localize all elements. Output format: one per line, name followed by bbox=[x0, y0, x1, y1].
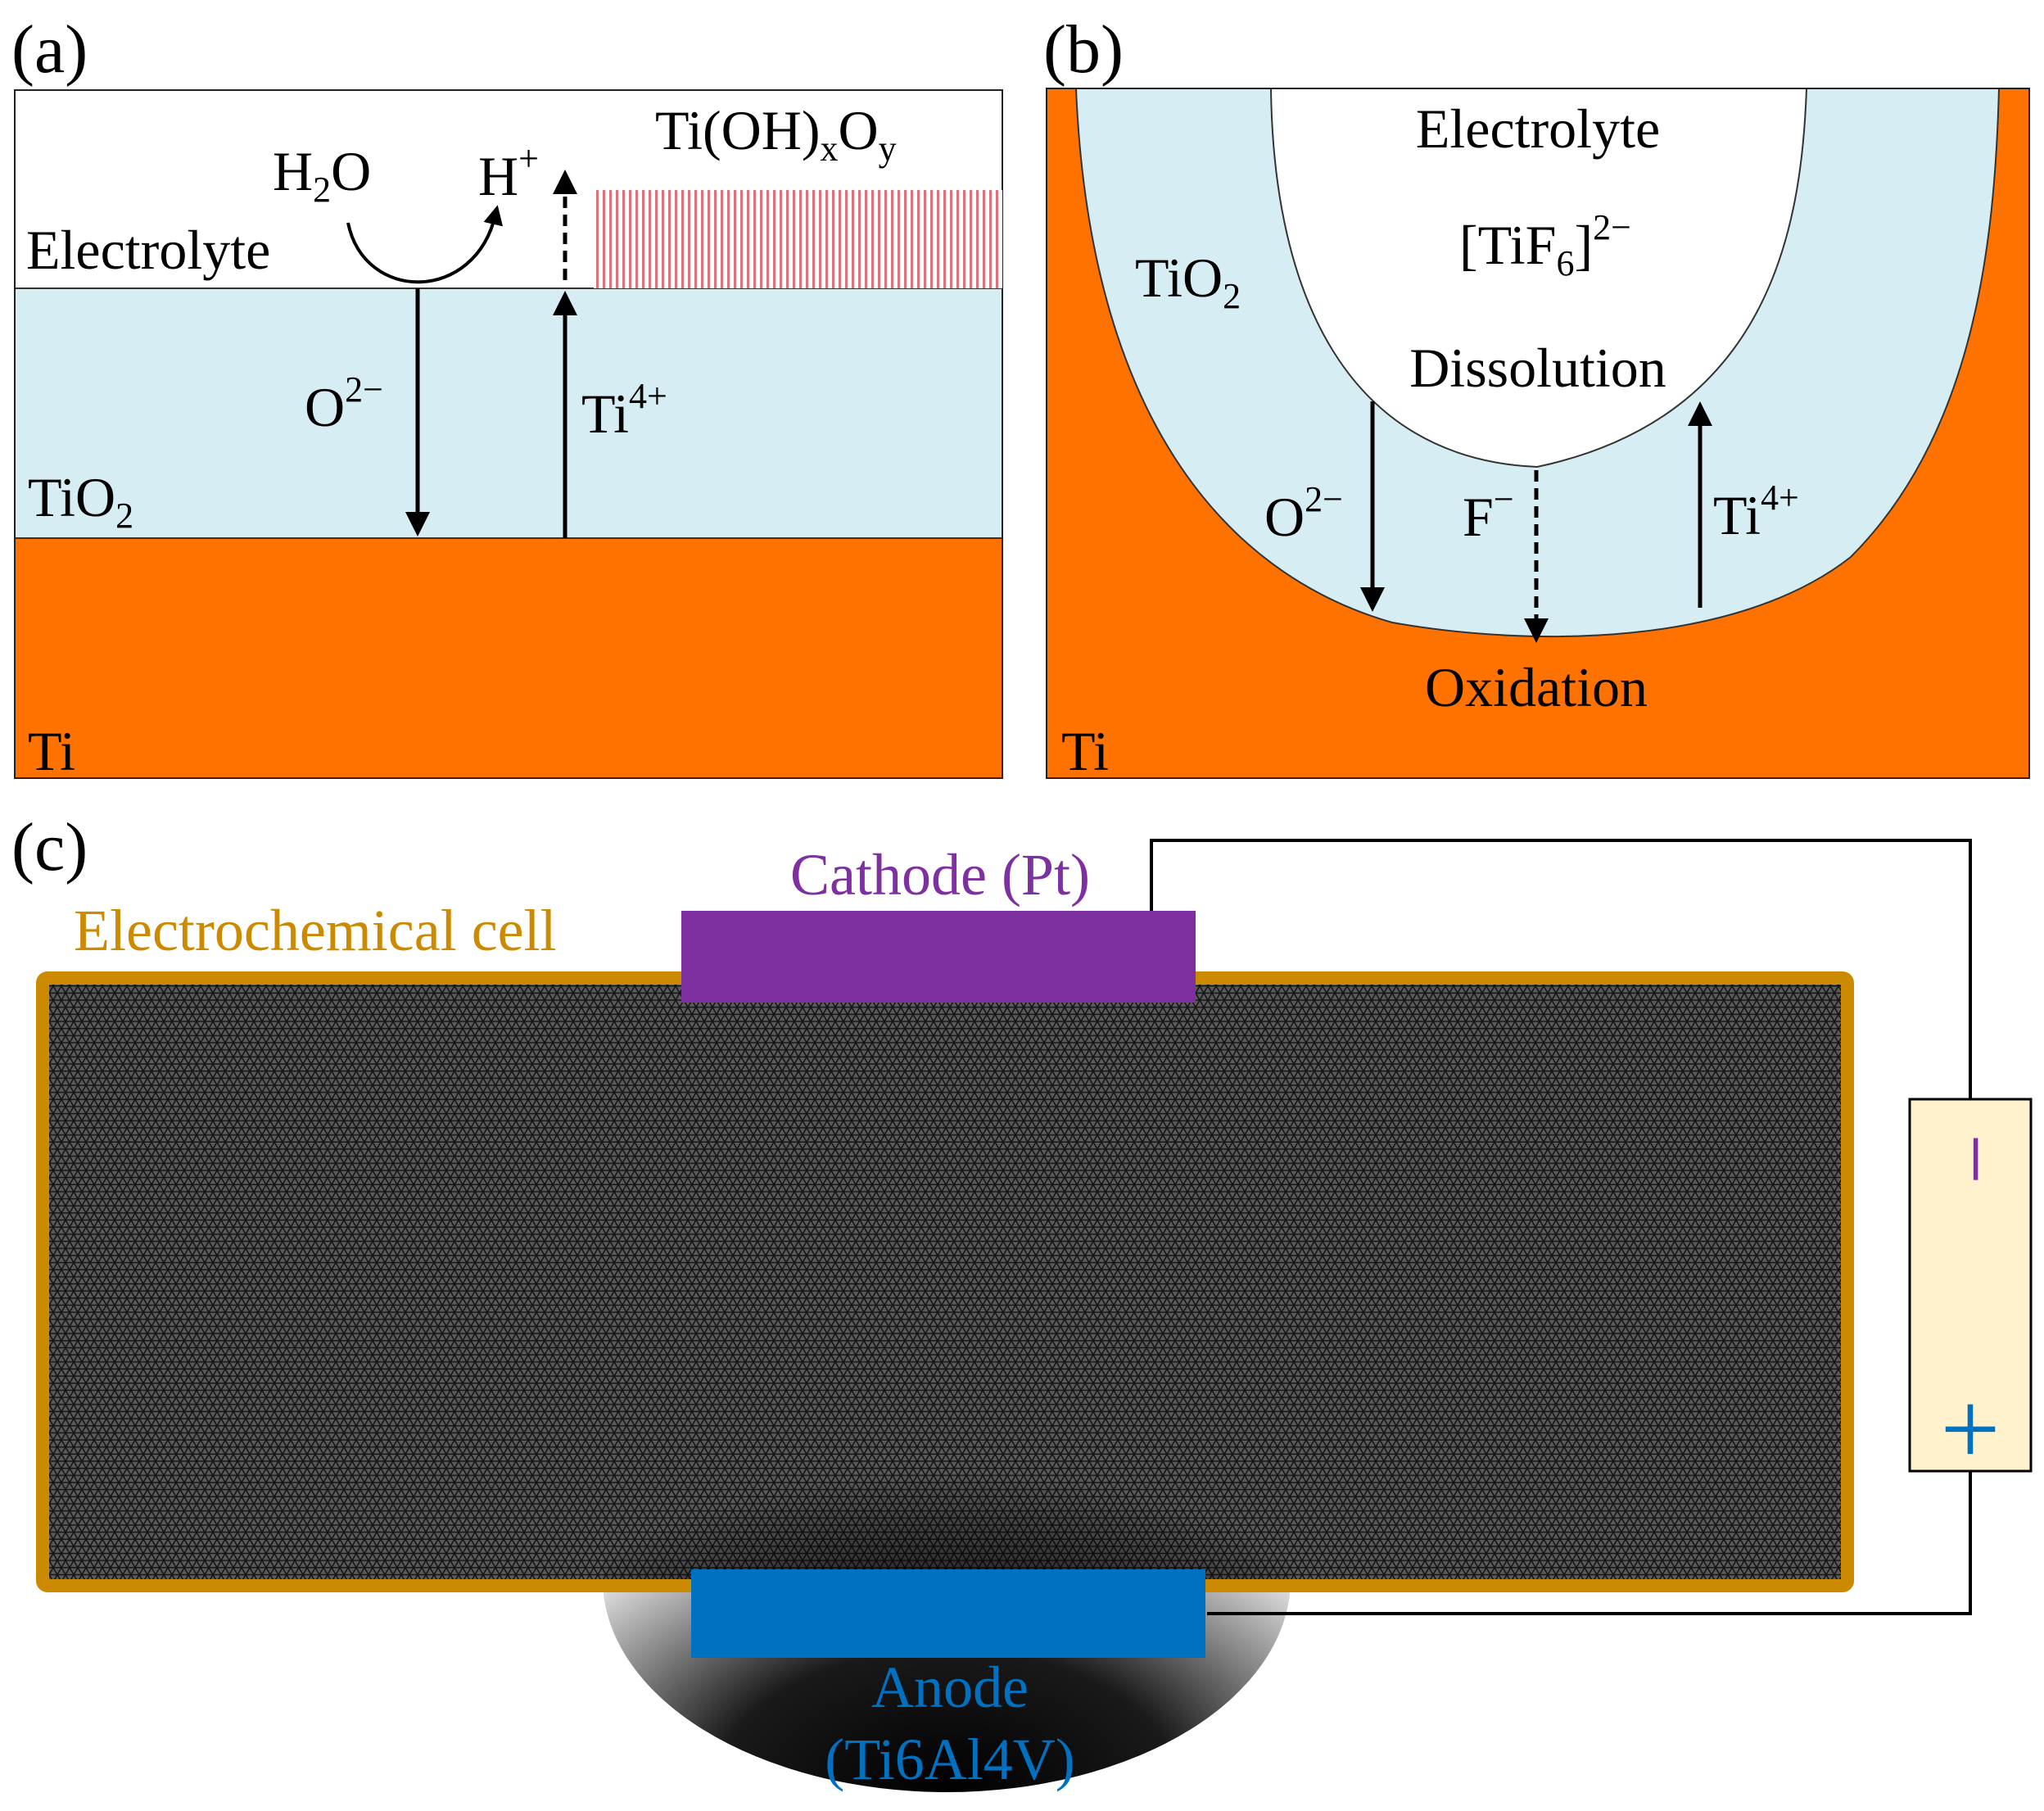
wire-cathode-to-battery bbox=[1150, 839, 1972, 1099]
hydroxide-label: Ti(OH)xOy bbox=[655, 99, 897, 169]
panel-a-label: (a) bbox=[11, 11, 88, 88]
water-label: H2O bbox=[273, 140, 371, 210]
panel-a: (a) Ti(OH)xOy H2O H+ Electrolyte O2− Ti4… bbox=[11, 11, 1003, 782]
tio2-label-b: TiO2 bbox=[1135, 247, 1241, 316]
battery-minus-symbol: − bbox=[1926, 1134, 2026, 1184]
battery bbox=[1908, 1098, 2033, 1473]
panel-c: (c) Cathode (Pt) Electrochemical cell An… bbox=[11, 809, 2033, 1792]
electrolyte-label-a: Electrolyte bbox=[26, 219, 270, 281]
oxygen-ion-label-a: O2− bbox=[305, 369, 383, 438]
ti-metal-a bbox=[15, 538, 1002, 778]
titanium-ion-label-b: Ti4+ bbox=[1713, 478, 1799, 546]
hydroxide-layer bbox=[594, 190, 1002, 288]
panel-a-border bbox=[14, 89, 1003, 779]
proton-label: H+ bbox=[478, 138, 539, 207]
tio2-layer-a bbox=[15, 288, 1002, 538]
anode-label-line1: Anode bbox=[871, 1655, 1029, 1720]
cathode-label: Cathode (Pt) bbox=[790, 842, 1090, 908]
panel-b: (b) Electrolyte [TiF6]2− TiO2 Dissolutio… bbox=[1043, 11, 2030, 782]
electrolyte-pit bbox=[1269, 88, 1808, 469]
anode-electrode bbox=[691, 1569, 1205, 1658]
panel-b-label: (b) bbox=[1043, 11, 1124, 88]
anode-label-line2: (Ti6Al4V) bbox=[825, 1727, 1074, 1792]
tio2-label-a: TiO2 bbox=[28, 466, 133, 536]
oxidation-label: Oxidation bbox=[1425, 656, 1648, 718]
electrolyte-label-b: Electrolyte bbox=[1416, 97, 1660, 160]
fluoride-ion-label: F− bbox=[1463, 479, 1514, 548]
titanium-ion-label-a: Ti4+ bbox=[581, 376, 667, 445]
panel-b-border bbox=[1046, 88, 2030, 779]
wire-battery-to-anode bbox=[1207, 1471, 1972, 1615]
ti-label-b: Ti bbox=[1061, 720, 1109, 782]
fluoride-complex-label: [TiF6]2− bbox=[1459, 207, 1631, 283]
panel-c-label: (c) bbox=[11, 809, 88, 885]
ti-label-a: Ti bbox=[28, 720, 75, 782]
battery-plus-symbol: + bbox=[1940, 1370, 2000, 1488]
water-splitting-arrow bbox=[346, 205, 503, 284]
cell-label: Electrochemical cell bbox=[74, 898, 557, 963]
dissolution-label: Dissolution bbox=[1409, 337, 1666, 399]
oxygen-ion-label-b: O2− bbox=[1264, 479, 1343, 548]
cathode-electrode bbox=[681, 911, 1196, 1003]
